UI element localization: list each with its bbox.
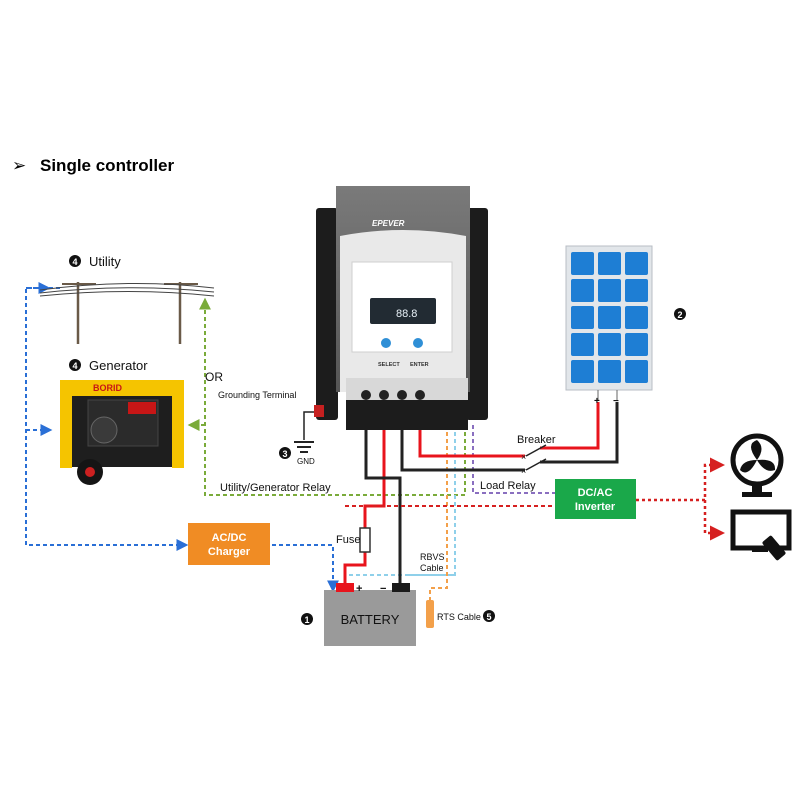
rts-sensor-icon bbox=[426, 600, 434, 628]
battery-label: BATTERY bbox=[341, 612, 400, 627]
battery-plus-label: + bbox=[356, 583, 362, 595]
solar-cell bbox=[625, 360, 648, 383]
relay-wire bbox=[199, 297, 466, 496]
inverter-to-tv-wire bbox=[703, 500, 725, 541]
panel-plus-label: + bbox=[594, 396, 600, 407]
marker-solar-number: 2 bbox=[677, 310, 682, 320]
dc-ac-label-line1: DC/AC bbox=[578, 487, 613, 499]
fuse-icon bbox=[359, 527, 371, 553]
marker-battery bbox=[301, 613, 313, 625]
load-relay-label: Load Relay bbox=[480, 480, 536, 492]
marker-ground-number: 3 bbox=[282, 449, 287, 459]
load-relay-control-wire bbox=[472, 425, 555, 494]
dc-ac-inverter bbox=[555, 479, 636, 519]
battery-negative-wire bbox=[364, 400, 402, 585]
labels: 4 Utility 4 Generator OR Grounding Termi… bbox=[69, 254, 686, 627]
solar-cell bbox=[598, 252, 621, 275]
heading-bullet-icon: ➢ bbox=[12, 156, 27, 175]
svg-text:×: × bbox=[521, 452, 526, 462]
heading-text: Single controller bbox=[40, 156, 175, 175]
solar-panel-icon bbox=[565, 245, 653, 400]
ac-dc-label-line1: AC/DC bbox=[212, 532, 247, 544]
marker-solar bbox=[674, 308, 686, 320]
ground-icon bbox=[294, 441, 314, 453]
terminal-3 bbox=[397, 390, 407, 400]
ac-dc-label-line2: Charger bbox=[208, 546, 251, 558]
select-label: SELECT bbox=[378, 362, 400, 368]
fan-icon bbox=[730, 433, 784, 497]
battery-icon bbox=[324, 583, 416, 646]
dc-ac-label-line2: Inverter bbox=[575, 501, 616, 513]
breaker-label: Breaker bbox=[517, 434, 556, 446]
utility-label: Utility bbox=[89, 254, 121, 269]
terminal-4 bbox=[415, 390, 425, 400]
battery-positive-wire-2 bbox=[343, 552, 367, 585]
svg-text:×: × bbox=[521, 466, 526, 476]
breaker-switch-icon: × × bbox=[521, 444, 547, 476]
marker-rts bbox=[483, 610, 495, 622]
solar-cell bbox=[598, 279, 621, 302]
battery-minus-label: − bbox=[380, 583, 386, 595]
solar-cell bbox=[571, 279, 594, 302]
rbvs-label-line2: Cable bbox=[420, 563, 444, 573]
solar-cell bbox=[598, 360, 621, 383]
solar-cell bbox=[571, 333, 594, 356]
pv-negative-wire-2 bbox=[540, 402, 619, 464]
solar-cell bbox=[571, 306, 594, 329]
pv-positive-wire-2 bbox=[540, 402, 600, 450]
solar-cell bbox=[598, 306, 621, 329]
wires bbox=[25, 282, 725, 600]
ground-screw bbox=[314, 405, 324, 417]
charger-to-battery-wire bbox=[272, 544, 339, 593]
tv-icon bbox=[730, 509, 792, 552]
terminal-2 bbox=[379, 390, 389, 400]
rts-cable-wire bbox=[429, 425, 448, 600]
solar-cell bbox=[571, 252, 594, 275]
solar-cell bbox=[571, 360, 594, 383]
utility-generator-relay-label: Utility/Generator Relay bbox=[220, 482, 331, 494]
marker-rts-number: 5 bbox=[486, 612, 491, 622]
terminal-1 bbox=[361, 390, 371, 400]
marker-battery-number: 1 bbox=[304, 615, 309, 625]
rbvs-label-line1: RBVS bbox=[420, 552, 445, 562]
controller-brand: EPEVER bbox=[372, 219, 405, 228]
panel-minus-label: − bbox=[613, 396, 619, 407]
solar-cell bbox=[625, 279, 648, 302]
enter-label: ENTER bbox=[410, 362, 429, 368]
remote-control-icon bbox=[762, 535, 786, 561]
inverter-to-load-wire bbox=[636, 457, 725, 502]
gnd-label: GND bbox=[297, 457, 315, 466]
power-pole-icon bbox=[39, 282, 215, 344]
select-button[interactable] bbox=[381, 338, 391, 348]
ac-dc-charger bbox=[188, 523, 270, 565]
rts-cable-label: RTS Cable bbox=[437, 612, 481, 622]
generator-brand: BORID bbox=[93, 383, 123, 393]
charge-controller: EPEVER 88.8 SELECT ENTER bbox=[314, 186, 488, 430]
marker-utility bbox=[69, 255, 81, 267]
solar-cell bbox=[625, 306, 648, 329]
marker-generator bbox=[69, 359, 81, 371]
solar-cell bbox=[625, 333, 648, 356]
enter-button[interactable] bbox=[413, 338, 423, 348]
generator-icon: BORID bbox=[60, 380, 184, 485]
fuse-label: Fuse bbox=[336, 534, 360, 546]
lcd-screen bbox=[370, 298, 436, 324]
marker-ground bbox=[279, 447, 291, 459]
generator-label: Generator bbox=[89, 358, 148, 373]
grounding-terminal-label: Grounding Terminal bbox=[218, 390, 296, 400]
page-heading: ➢ Single controller bbox=[12, 156, 174, 176]
lcd-readout: 88.8 bbox=[396, 308, 417, 320]
solar-cell bbox=[598, 333, 621, 356]
or-label: OR bbox=[205, 370, 223, 384]
marker-generator-number: 4 bbox=[72, 361, 77, 371]
solar-cell bbox=[625, 252, 648, 275]
marker-utility-number: 4 bbox=[72, 257, 77, 267]
